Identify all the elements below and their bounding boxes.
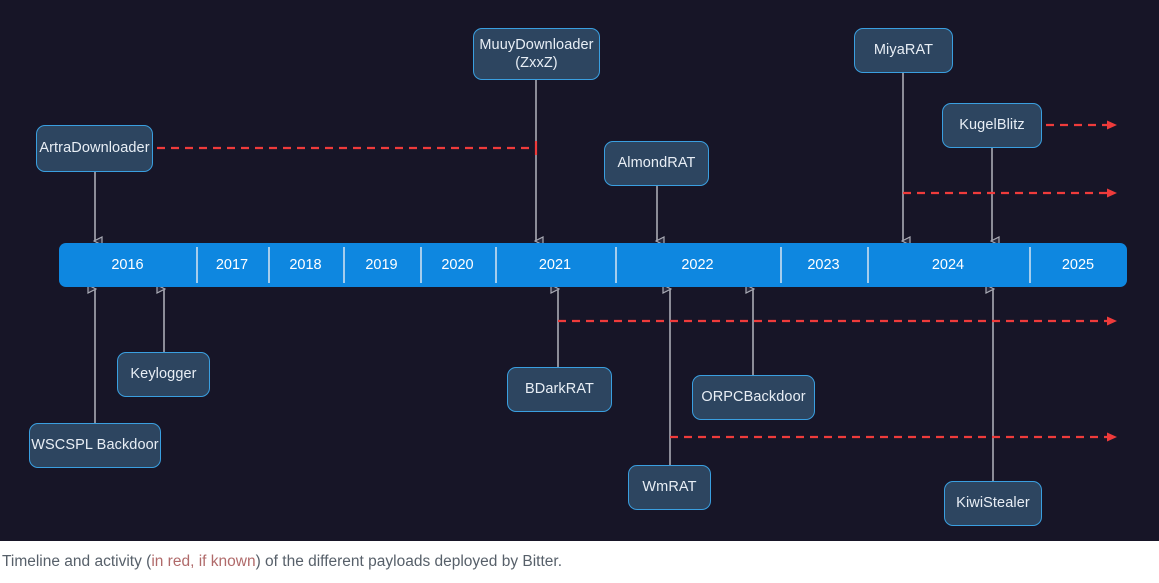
timeline-year-label: 2023	[807, 257, 840, 273]
payload-node-muuydownloader[interactable]: MuuyDownloader (ZxxZ)	[473, 28, 600, 80]
timeline-year-label: 2025	[1061, 257, 1095, 273]
timeline-separator	[1029, 247, 1031, 283]
timeline-year-2025[interactable]: 2025	[1029, 243, 1127, 287]
timeline-year-label: 2016	[111, 257, 144, 273]
timeline-year-2022[interactable]: 2022	[615, 243, 780, 287]
payload-node-label: ORPCBackdoor	[701, 389, 806, 406]
payload-node-wscspl[interactable]: WSCSPL Backdoor	[29, 423, 161, 468]
payload-node-label: Keylogger	[130, 366, 197, 383]
payload-node-label: WmRAT	[642, 479, 697, 496]
timeline-year-2016[interactable]: 2016	[59, 243, 196, 287]
payload-node-label: BDarkRAT	[524, 381, 594, 398]
payload-node-keylogger[interactable]: Keylogger	[117, 352, 210, 397]
payload-node-label: AlmondRAT	[617, 155, 696, 172]
timeline-year-2021[interactable]: 2021	[495, 243, 615, 287]
timeline-separator	[615, 247, 617, 283]
timeline-year-label: 2018	[289, 257, 322, 273]
timeline-year-2023[interactable]: 2023	[780, 243, 867, 287]
payload-node-label: WSCSPL Backdoor	[31, 437, 159, 454]
timeline-separator	[867, 247, 869, 283]
timeline-year-label: 2021	[538, 257, 572, 273]
timeline-year-label: 2019	[365, 257, 398, 273]
caption-highlight: in red, if known	[151, 553, 256, 570]
timeline-year-label: 2024	[931, 257, 965, 273]
timeline-separator	[196, 247, 198, 283]
caption-before: Timeline and activity (	[2, 553, 152, 570]
timeline-separator	[420, 247, 422, 283]
payload-node-kugelblitz[interactable]: KugelBlitz	[942, 103, 1042, 148]
timeline-separator	[343, 247, 345, 283]
node-connectors	[95, 73, 993, 481]
connector-layer	[0, 73, 1117, 481]
payload-node-label: MiyaRAT	[873, 42, 934, 59]
payload-node-orpcbackdoor[interactable]: ORPCBackdoor	[692, 375, 815, 420]
timeline-diagram: 2016 2017 2018 2019 2020 2021 2022 2023 2024 2025…	[0, 0, 1159, 541]
timeline-year-2018[interactable]: 2018	[268, 243, 343, 287]
figure-caption: Timeline and activity (in red, if known)…	[0, 541, 1159, 583]
payload-node-kiwistealer[interactable]: KiwiStealer	[944, 481, 1042, 526]
payload-node-miyarat[interactable]: MiyaRAT	[854, 28, 953, 73]
timeline-separator	[268, 247, 270, 283]
timeline-year-label: 2017	[215, 257, 249, 273]
timeline-year-2017[interactable]: 2017	[196, 243, 268, 287]
payload-node-label: KugelBlitz	[959, 117, 1025, 134]
timeline-year-label: 2020	[441, 257, 474, 273]
activity-lines	[157, 120, 1117, 442]
timeline-year-2019[interactable]: 2019	[343, 243, 420, 287]
payload-node-label: ArtraDownloader	[39, 140, 150, 157]
payload-node-label: KiwiStealer	[956, 495, 1030, 512]
timeline-year-label: 2022	[681, 257, 714, 273]
timeline-separator	[495, 247, 497, 283]
payload-node-bdarkrat[interactable]: BDarkRAT	[507, 367, 612, 412]
payload-node-wmrat[interactable]: WmRAT	[628, 465, 711, 510]
timeline-separator	[780, 247, 782, 283]
payload-node-label: MuuyDownloader (ZxxZ)	[479, 36, 594, 71]
payload-node-artradownloader[interactable]: ArtraDownloader	[36, 125, 153, 172]
caption-after: ) of the different payloads deployed by …	[255, 553, 563, 570]
timeline-year-2024[interactable]: 2024	[867, 243, 1029, 287]
payload-node-almondrat[interactable]: AlmondRAT	[604, 141, 709, 186]
timeline-year-2020[interactable]: 2020	[420, 243, 495, 287]
